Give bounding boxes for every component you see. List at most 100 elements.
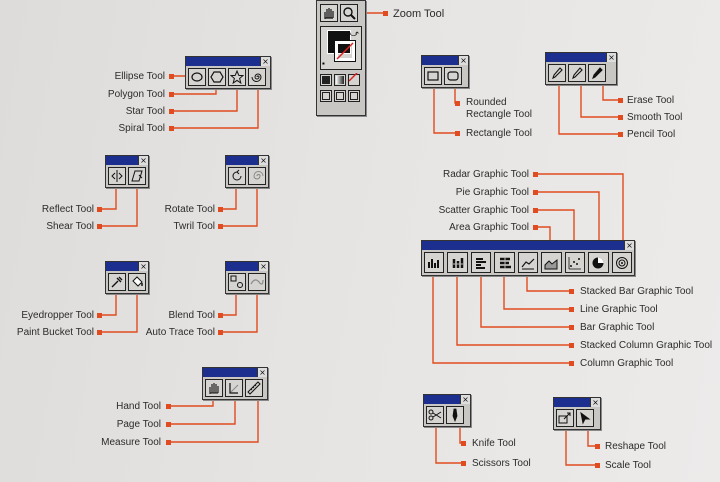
reflect-tool-button[interactable] [108, 167, 126, 185]
blend-tool-label: Blend Tool [168, 310, 215, 321]
page-tool-button[interactable] [225, 379, 243, 397]
measure-tool-button[interactable] [245, 379, 263, 397]
close-icon[interactable]: × [458, 56, 468, 65]
close-icon[interactable]: × [460, 395, 470, 404]
rotate-tool-button[interactable] [228, 167, 246, 185]
close-icon[interactable]: × [257, 368, 267, 377]
fill-stroke-swatches[interactable]: ⤻ ▪ [320, 26, 362, 70]
smooth-tool-label: Smooth Tool [627, 112, 683, 123]
stacked-bar-graph-icon [499, 256, 511, 269]
close-icon[interactable]: × [138, 156, 148, 165]
rounded-rectangle-tool-button[interactable] [444, 67, 462, 85]
close-icon[interactable]: × [138, 262, 148, 271]
palette-title-bar[interactable]: × [186, 57, 270, 66]
rectangle-tool-label: Rectangle Tool [466, 128, 532, 139]
close-icon[interactable]: × [606, 53, 616, 62]
palette-title-bar[interactable]: × [226, 156, 268, 165]
stroke-swatch[interactable] [334, 40, 356, 62]
leader-dot [218, 313, 223, 318]
radar-graph-tool-button[interactable] [611, 252, 632, 273]
star-tool-button[interactable] [228, 68, 246, 86]
column-graph-tool-button[interactable] [424, 252, 445, 273]
column-graph-icon [428, 258, 440, 268]
swap-icon[interactable]: ⤻ [349, 28, 359, 38]
blend-tool-button[interactable] [228, 273, 246, 291]
leader-dot [97, 207, 102, 212]
leader-dot [618, 115, 623, 120]
scatter-graph-tool-button[interactable] [564, 252, 586, 273]
auto-trace-tool-button[interactable] [248, 273, 266, 291]
close-icon[interactable]: × [260, 57, 270, 66]
scatter-graph-icon [568, 256, 581, 269]
leader-dot [533, 190, 538, 195]
rounded-rectangle-icon [447, 71, 459, 81]
leader-dot [595, 444, 600, 449]
leader-dot [218, 330, 223, 335]
rectangle-tool-button[interactable] [424, 67, 442, 85]
ellipse-tool-button[interactable] [188, 68, 206, 86]
blend-icon [230, 275, 243, 288]
gradient-mode-button[interactable] [334, 74, 346, 86]
close-icon[interactable]: × [590, 398, 600, 407]
erase-tool-button[interactable] [588, 64, 606, 82]
palette-title-bar[interactable]: × [554, 398, 600, 407]
twirl-tool-label: Twril Tool [173, 221, 216, 232]
palette-title-bar[interactable]: × [422, 56, 468, 65]
none-icon [349, 73, 358, 82]
ellipse-icon [191, 72, 203, 82]
color-mode-button[interactable] [320, 74, 332, 86]
polygon-icon [210, 71, 224, 83]
shapes-palette: × [185, 56, 271, 89]
spiral-tool-button[interactable] [248, 68, 266, 86]
line-graph-tool-button[interactable] [517, 252, 539, 273]
shear-icon [131, 170, 143, 182]
hand-icon [209, 383, 219, 394]
close-icon[interactable]: × [258, 262, 268, 271]
pie-graph-tool-button[interactable] [588, 252, 609, 273]
scale-tool-button[interactable] [556, 409, 574, 427]
area-graph-tool-button[interactable] [541, 252, 562, 273]
close-icon[interactable]: × [624, 241, 634, 250]
knife-tool-label: Knife Tool [472, 438, 516, 449]
hand-tool-button[interactable] [205, 379, 223, 397]
column-graph-tool-label: Column Graphic Tool [580, 358, 674, 369]
palette-title-bar[interactable]: × [106, 156, 148, 165]
area-graph-icon [544, 258, 558, 269]
bar-graph-tool-button[interactable] [470, 252, 492, 273]
knife-tool-button[interactable] [446, 406, 464, 424]
polygon-tool-button[interactable] [208, 68, 226, 86]
page-icon [229, 383, 239, 394]
palette-title-bar[interactable]: × [422, 241, 634, 250]
pencil-icon [552, 67, 563, 80]
palette-title-bar[interactable]: × [226, 262, 268, 271]
leader-dot [569, 325, 574, 330]
stacked-column-graph-tool-button[interactable] [447, 252, 468, 273]
screen-mode-icon [350, 92, 358, 100]
leader-dot [569, 343, 574, 348]
hand-tool-button[interactable] [320, 4, 338, 22]
paint-bucket-tool-button[interactable] [128, 273, 146, 291]
pencil-tool-button[interactable] [548, 64, 566, 82]
reflect-tool-label: Reflect Tool [41, 204, 94, 215]
screen-mode-standard-button[interactable] [320, 90, 332, 102]
eyedropper-tool-button[interactable] [108, 273, 126, 291]
smooth-tool-button[interactable] [568, 64, 586, 82]
screen-mode-full-button[interactable] [348, 90, 360, 102]
leader-dot [383, 11, 388, 16]
palette-title-bar[interactable]: × [203, 368, 267, 377]
palette-title-bar[interactable]: × [424, 395, 470, 404]
none-mode-button[interactable] [348, 73, 360, 86]
palette-title-bar[interactable]: × [106, 262, 148, 271]
zoom-tool-button[interactable] [340, 4, 358, 22]
palette-title-bar[interactable]: × [546, 53, 616, 62]
scissors-tool-button[interactable] [426, 406, 444, 424]
shear-tool-button[interactable] [128, 167, 146, 185]
erase-icon [592, 67, 603, 80]
default-colors-icon[interactable]: ▪ [322, 59, 325, 68]
reshape-tool-button[interactable] [576, 409, 594, 427]
twirl-tool-button[interactable] [248, 167, 266, 185]
stacked-bar-graph-tool-button[interactable] [494, 252, 515, 273]
screen-mode-menu-button[interactable] [334, 90, 346, 102]
main-toolbox: ⤻ ▪ [316, 0, 366, 116]
close-icon[interactable]: × [258, 156, 268, 165]
